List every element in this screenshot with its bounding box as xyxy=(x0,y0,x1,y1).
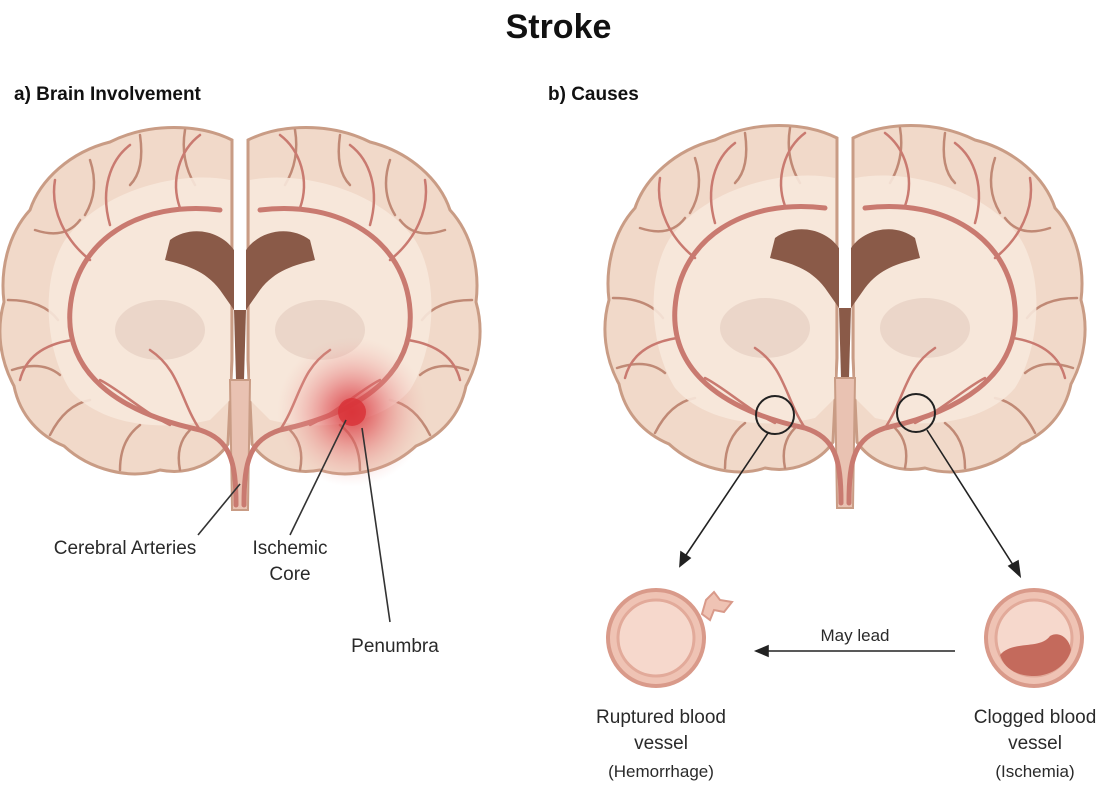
label-ruptured-line1: Ruptured blood xyxy=(576,705,746,731)
label-ischemia: (Ischemia) xyxy=(955,762,1115,782)
arrowhead-clogged xyxy=(1009,561,1020,576)
label-ruptured-vessel: Ruptured blood vessel xyxy=(576,705,746,757)
label-penumbra: Penumbra xyxy=(340,634,450,660)
label-may-lead: May lead xyxy=(800,626,910,646)
clogged-vessel-icon xyxy=(986,590,1082,686)
label-clogged-vessel: Clogged blood vessel xyxy=(955,705,1115,757)
label-clogged-line2: vessel xyxy=(955,731,1115,757)
label-ischemic-core-line1: Ischemic xyxy=(240,536,340,562)
arrowhead-ruptured xyxy=(680,552,690,566)
may-lead-arrowhead xyxy=(756,646,768,656)
ruptured-vessel-icon xyxy=(608,590,732,686)
brain-b xyxy=(605,126,1085,509)
label-hemorrhage: (Hemorrhage) xyxy=(576,762,746,782)
label-ruptured-line2: vessel xyxy=(576,731,746,757)
label-ischemic-core-line2: Core xyxy=(240,562,340,588)
label-cerebral-arteries: Cerebral Arteries xyxy=(40,536,210,562)
ischemic-core-spot xyxy=(338,398,366,426)
label-clogged-line1: Clogged blood xyxy=(955,705,1115,731)
label-ischemic-core: Ischemic Core xyxy=(240,536,340,588)
